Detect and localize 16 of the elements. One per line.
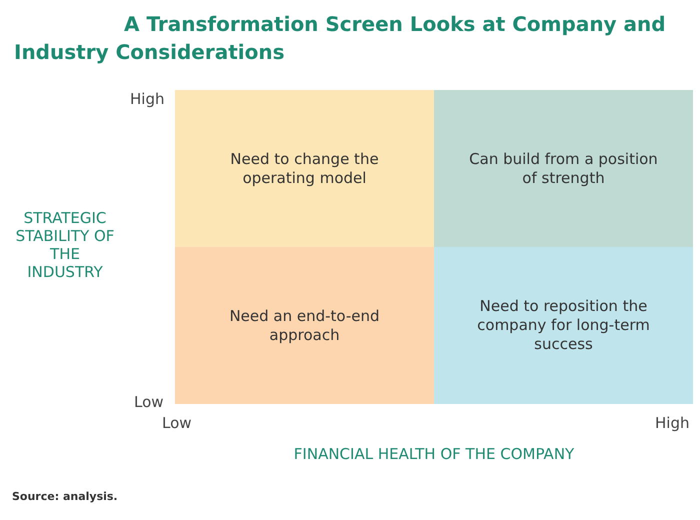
quadrant-text: Need to change the operating model [229,150,380,188]
axis-title: STRATEGIC STABILITY OF THE INDUSTRY [14,209,116,281]
quadrant-panel [175,90,434,247]
chart-title: A Transformation Screen Looks at Company and Industry Considerations [14,11,667,66]
quadrant-panel [434,90,693,247]
quadrant-text: Need to reposition the company for long-term success [476,297,651,354]
axis-tick-label: High [130,90,164,108]
axis-tick-label: Low [162,414,192,432]
quadrant-text: Can build from a position of strength [468,150,659,188]
source-note: Source: analysis. [12,490,118,503]
axis-tick-label: Low [134,393,164,411]
quadrant-text: Need an end-to-end approach [228,306,381,344]
axis-title: FINANCIAL HEALTH OF THE COMPANY [292,445,576,463]
axis-tick-label: High [655,414,690,432]
quadrant-panel [434,247,693,404]
quadrant-panel [175,247,434,404]
